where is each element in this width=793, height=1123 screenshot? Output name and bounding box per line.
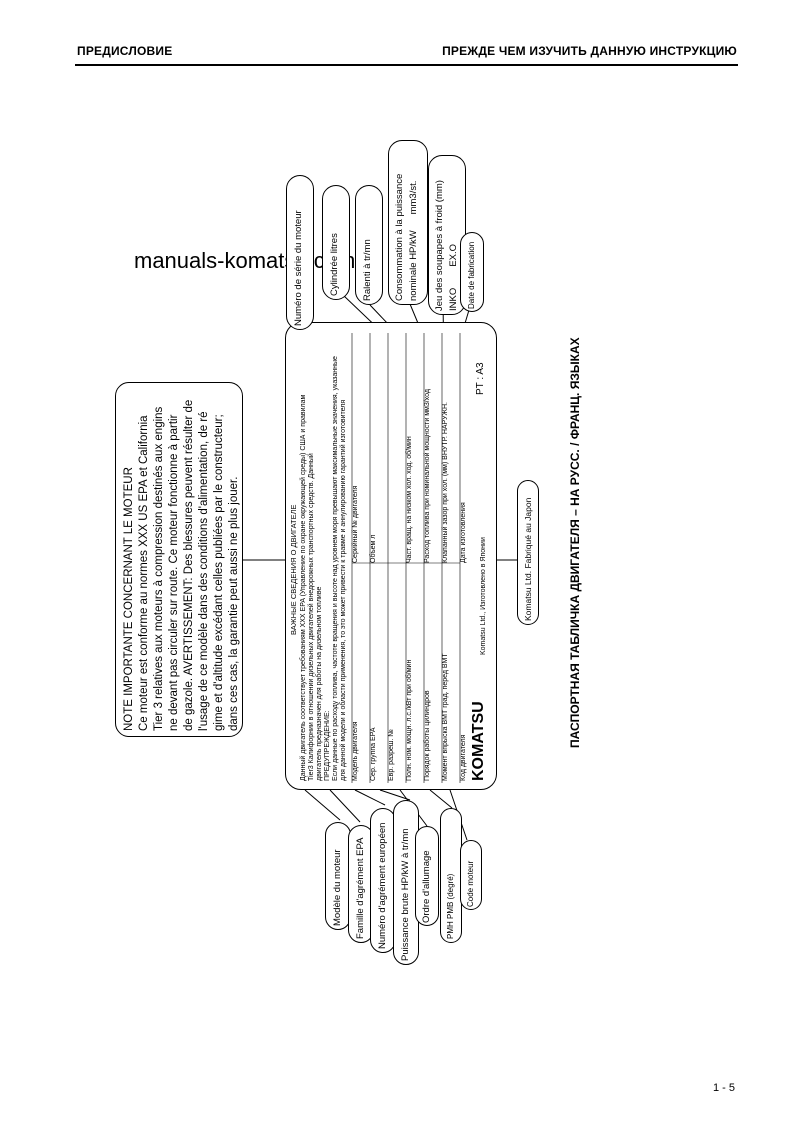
label-valve-clearance: Jeu des soupapes à froid (mm) INKO EX.O	[428, 155, 466, 315]
label-fuel-consumption: Consommation à la puissance nominale HP/…	[388, 140, 428, 305]
label-engine-code: Code moteur	[460, 840, 482, 910]
note-line: l'usage de ce modèle dans des conditions…	[198, 411, 210, 731]
header-rule	[75, 64, 738, 66]
page-number: 1 - 5	[712, 1082, 735, 1094]
note-line: ne devant pas circuler sur route. Ce mot…	[168, 414, 180, 731]
engine-nameplate: ВАЖНЫЕ СВЕДЕНИЯ О ДВИГАТЕЛЕ Данный двига…	[285, 322, 497, 790]
note-line: gime et d'altitude excédant celles publi…	[213, 414, 225, 731]
label-gross-power: Puissance brute HP/kW à tr/mn	[393, 800, 419, 965]
label-manufacture-date: Date de fabrication	[460, 232, 484, 312]
watermark-text: manuals-komatsu.com	[134, 248, 356, 273]
label-eu-approval: Numéro d'agrément européen	[370, 808, 396, 953]
note-line: dans ces cas, la garantie peut aussi ne …	[228, 476, 240, 731]
note-box: NOTE IMPORTANTE CONCERNANT LE MOTEUR Ce …	[115, 382, 243, 737]
label-engine-model: Modèle du moteur	[325, 822, 351, 930]
chapter-title: ПРЕЖДЕ ЧЕМ ИЗУЧИТЬ ДАННУЮ ИНСТРУКЦИЮ	[442, 44, 737, 58]
label-serial-number: Numéro de série du moteur	[286, 175, 314, 330]
note-title: NOTE IMPORTANTE CONCERNANT LE MOTEUR	[123, 467, 135, 731]
note-line: Tier 3 relatives aux moteurs à compressi…	[153, 406, 165, 731]
section-title: ПРЕДИСЛОВИЕ	[77, 44, 173, 58]
plate-grid	[351, 333, 461, 783]
note-line: Ce moteur est conforme au normes XXX US …	[138, 415, 150, 731]
note-line: de gazole. AVERTISSEMENT: Des blessures …	[183, 399, 195, 731]
label-displacement: Cylindrée litres	[322, 185, 350, 300]
label-made-in-japan: Komatsu Ltd. Fabriqué au Japon	[517, 480, 539, 625]
figure-caption: ПАСПОРТНАЯ ТАБЛИЧКА ДВИГАТЕЛЯ – НА РУСС.…	[568, 337, 582, 748]
label-firing-order: Ordre d'allumage	[415, 826, 439, 926]
label-injection-timing: PMH PMB (degré)	[440, 808, 462, 943]
label-idle-speed: Ralenti à tr/mn	[355, 185, 383, 305]
